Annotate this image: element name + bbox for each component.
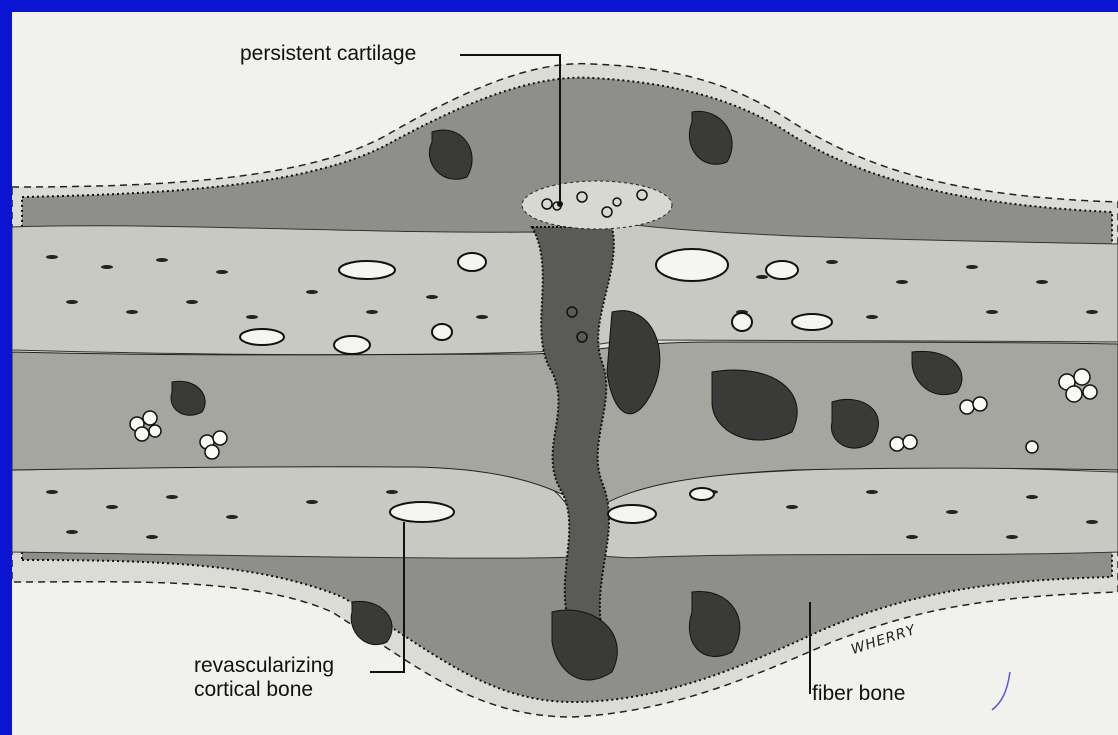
label-revascularizing-line1: revascularizing xyxy=(194,654,334,678)
label-persistent-cartilage: persistent cartilage xyxy=(240,42,416,66)
label-fiber-bone-text: fiber bone xyxy=(812,682,905,705)
label-fiber-bone: fiber bone xyxy=(812,682,905,706)
fracture-callus-illustration xyxy=(12,12,1118,735)
cartilage-pointer-dot xyxy=(557,201,563,207)
cartilage-island xyxy=(522,181,672,229)
diagram-frame: persistent cartilage revascularizing cor… xyxy=(12,12,1118,735)
ink-mark xyxy=(992,672,1010,710)
label-revascularizing-line2: cortical bone xyxy=(194,678,334,702)
label-revascularizing-cortical-bone: revascularizing cortical bone xyxy=(194,654,334,702)
label-persistent-cartilage-text: persistent cartilage xyxy=(240,42,416,65)
